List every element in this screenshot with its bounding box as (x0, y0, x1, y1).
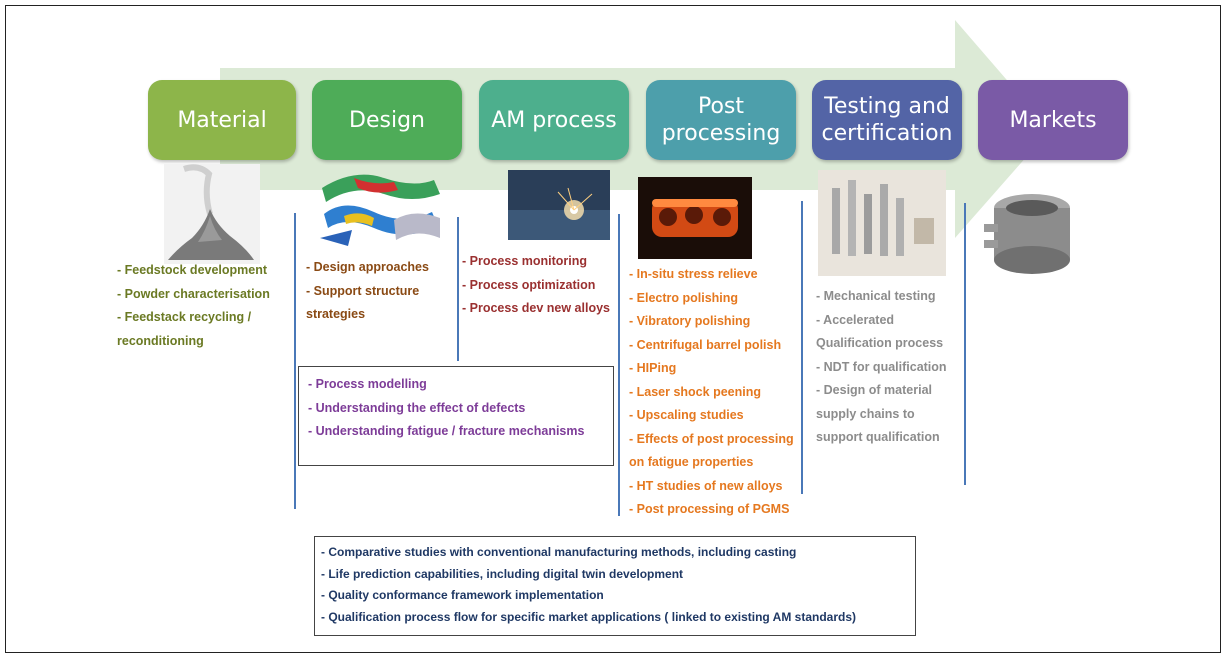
list-item: - Laser shock peening (629, 384, 761, 399)
list-item: - Powder characterisation (117, 286, 270, 301)
list-item: - Comparative studies with conventional … (321, 545, 797, 559)
list-item: support qualification (816, 430, 940, 444)
list-item: - Life prediction capabilities, includin… (321, 566, 684, 581)
heat-treated-part-icon (638, 177, 752, 259)
list-item: Qualification process (816, 336, 944, 350)
list-item: - Electro polishing (629, 290, 739, 305)
list-item: - Support structure (306, 283, 420, 298)
list-item: supply chains to (816, 406, 915, 421)
stage-testing-certification: Testing and certification (812, 80, 962, 160)
powder-pour-icon (164, 164, 260, 264)
divider-testing (801, 201, 803, 494)
divider-am-process (457, 217, 459, 361)
am-housing-part-icon (984, 194, 1070, 274)
list-item: - Mechanical testing (816, 289, 936, 303)
stage-markets: Markets (978, 80, 1128, 160)
cross-cutting-activities: - Comparative studies with conventional … (321, 542, 856, 628)
list-item: - Feedstack recycling / (117, 310, 252, 324)
list-item: - Upscaling studies (629, 408, 744, 422)
list-item: - Effects of post processing (629, 431, 794, 446)
list-item: reconditioning (117, 333, 204, 348)
list-item: - Process dev new alloys (462, 301, 610, 315)
list-item: - Vibratory polishing (629, 314, 751, 328)
am-process-activities: - Process monitoring - Process optimizat… (462, 250, 610, 321)
list-item: strategies (306, 307, 366, 321)
list-item: - Qualification process flow for specifi… (321, 609, 856, 624)
list-item: - Centrifugal barrel polish (629, 337, 782, 352)
list-item: - Post processing of PGMS (629, 502, 790, 516)
post-processing-activities: - In-situ stress relieve - Electro polis… (629, 263, 794, 522)
list-item: on fatigue properties (629, 455, 754, 469)
test-specimens-icon (818, 170, 946, 276)
stage-material: Material (148, 80, 296, 160)
list-item: - Process modelling (308, 377, 427, 391)
modelling-box: - Process modelling - Understanding the … (298, 366, 614, 466)
list-item: - Understanding the effect of defects (308, 400, 526, 415)
list-item: - NDT for qualification (816, 359, 947, 374)
list-item: - Feedstock development (117, 263, 268, 277)
list-item: - Accelerated (816, 312, 895, 327)
list-item: - HIPing (629, 361, 677, 375)
laser-melt-icon (508, 170, 610, 240)
list-item: - Design approaches (306, 260, 429, 274)
divider-post-processing (618, 214, 620, 516)
material-activities: - Feedstock development - Powder charact… (117, 259, 270, 353)
design-simulation-icon (320, 174, 440, 246)
cross-cutting-box: - Comparative studies with conventional … (314, 536, 916, 636)
list-item: - Process monitoring (462, 254, 588, 268)
divider-markets (964, 203, 966, 485)
modelling-activities: - Process modelling - Understanding the … (308, 373, 584, 444)
stage-design: Design (312, 80, 462, 160)
list-item: - Quality conformance framework implemen… (321, 588, 604, 602)
list-item: - In-situ stress relieve (629, 267, 758, 281)
divider-design (294, 213, 296, 509)
stage-am-process: AM process (479, 80, 629, 160)
list-item: - HT studies of new alloys (629, 478, 783, 493)
stage-post-processing: Post processing (646, 80, 796, 160)
list-item: - Understanding fatigue / fracture mecha… (308, 424, 585, 438)
testing-activities: - Mechanical testing - Accelerated Quali… (816, 285, 947, 450)
list-item: - Design of material (816, 383, 932, 397)
design-activities: - Design approaches - Support structure … (306, 256, 429, 327)
list-item: - Process optimization (462, 277, 596, 292)
